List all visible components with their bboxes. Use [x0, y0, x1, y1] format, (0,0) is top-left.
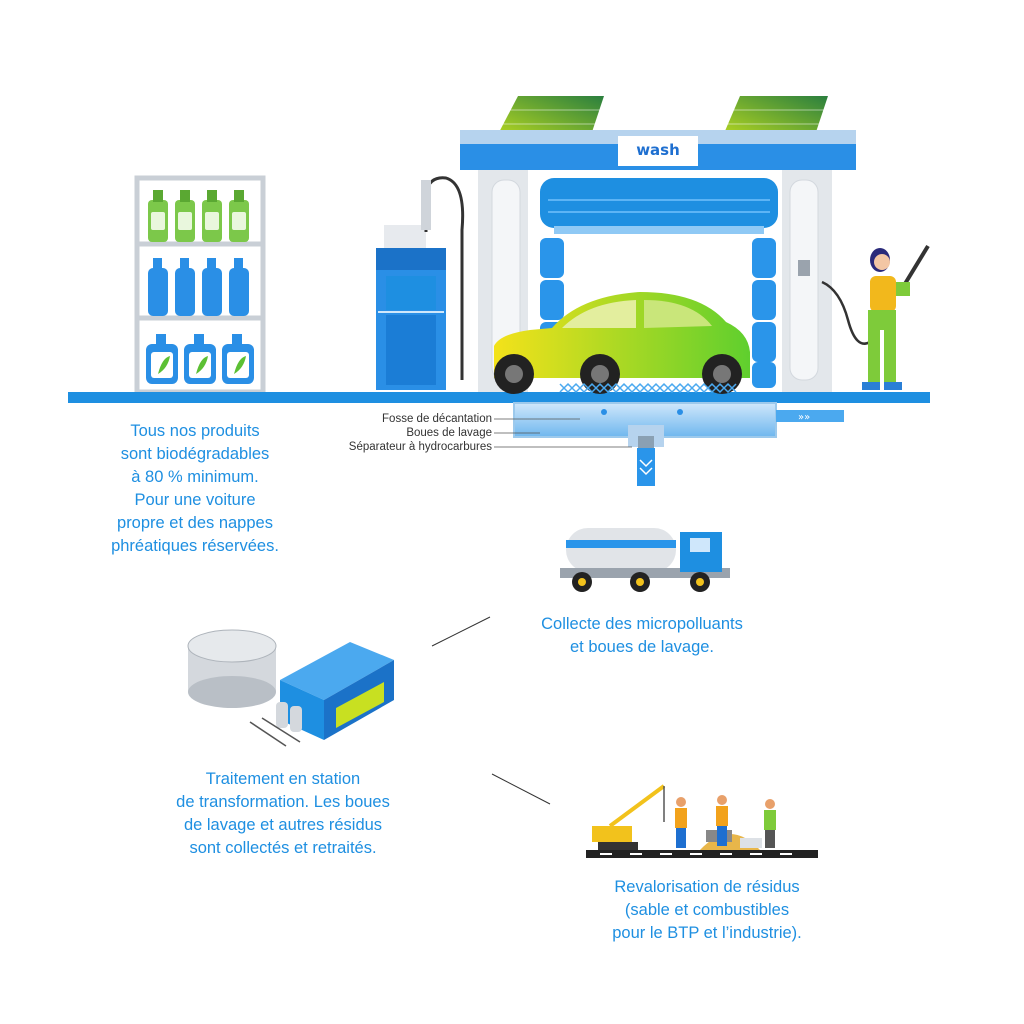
construction-site-icon — [586, 784, 818, 858]
connector-line — [491, 773, 551, 805]
caption-line: propre et des nappes — [117, 514, 273, 532]
brand-logo: wash — [636, 141, 680, 159]
connector-line — [431, 616, 491, 647]
caption-line: phréatiques réservées. — [111, 537, 279, 555]
svg-text:»»: »» — [798, 412, 810, 423]
caption-collect: Collecte des micropolluants et boues de … — [504, 613, 780, 659]
caption-line: et boues de lavage. — [569, 638, 715, 656]
pit-label-hydrocarbon-separator: Séparateur à hydrocarbures — [348, 441, 492, 453]
settling-pit-icon: »» — [513, 402, 844, 486]
caption-line: à 80 % minimum. — [131, 468, 259, 486]
treatment-station-icon — [187, 629, 394, 747]
car-wash-tunnel-icon — [460, 96, 856, 394]
caption-line: Traitement en station — [205, 770, 361, 788]
tanker-truck-icon — [560, 528, 730, 592]
caption-recovery: Revalorisation de résidus (sable et comb… — [568, 876, 846, 945]
pit-label-leaders — [494, 418, 632, 448]
caption-line: Pour une voiture — [134, 491, 256, 509]
caption-treatment: Traitement en station de transformation.… — [143, 768, 423, 860]
caption-line: (sable et combustibles — [624, 901, 790, 919]
caption-line: de lavage et autres résidus — [183, 816, 383, 834]
caption-line: sont biodégradables — [120, 445, 270, 463]
caption-line: de transformation. Les boues — [176, 793, 390, 811]
vacuum-pump-icon — [376, 176, 465, 390]
caption-line: Revalorisation de résidus — [614, 878, 800, 896]
pit-label-settling-tank: Fosse de décantation — [382, 413, 492, 425]
caption-products: Tous nos produits sont biodégradables à … — [70, 420, 320, 558]
caption-line: Collecte des micropolluants — [541, 615, 743, 633]
woman-with-pressure-washer-icon — [821, 244, 930, 390]
caption-line: pour le BTP et l’industrie). — [612, 924, 802, 942]
caption-line: Tous nos produits — [130, 422, 260, 440]
caption-line: sont collectés et retraités. — [189, 839, 377, 857]
detergent-shelf-icon — [134, 175, 266, 395]
car-icon — [494, 292, 750, 394]
solar-panel-icon — [496, 96, 828, 138]
ground-line — [68, 392, 930, 403]
pit-label-washing-sludge: Boues de lavage — [406, 427, 492, 439]
